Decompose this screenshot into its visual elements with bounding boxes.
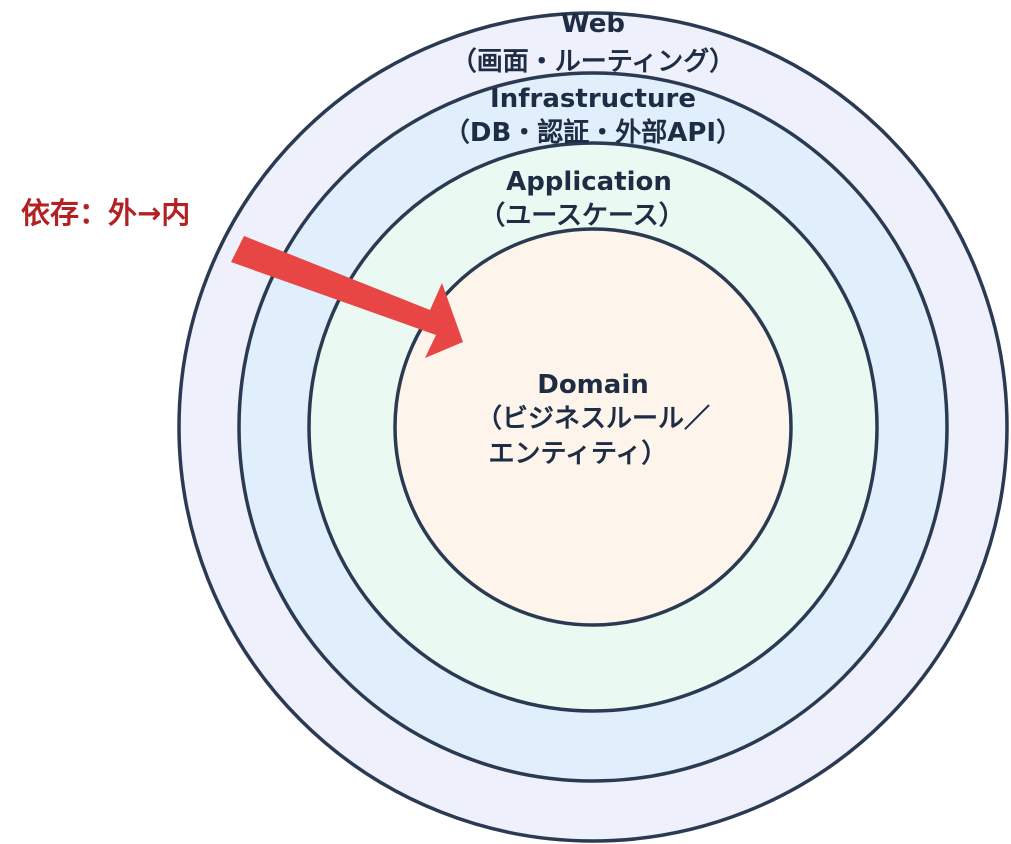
domain-layer-ring	[393, 227, 793, 627]
web-layer-subtitle: （画面・ルーティング）	[451, 47, 735, 77]
arrow-right-down-icon	[231, 236, 463, 358]
domain-layer-subtitle-line2: エンティティ）	[489, 439, 668, 469]
domain-layer-subtitle-line1: （ビジネスルール／	[476, 404, 710, 434]
application-layer-title: Application	[506, 167, 672, 197]
dependency-direction-label: 依存：外→内	[21, 196, 190, 230]
application-layer-subtitle: （ユースケース）	[479, 201, 684, 231]
domain-layer-title: Domain	[537, 370, 649, 400]
infrastructure-layer-subtitle: （DB・認証・外部API）	[444, 117, 742, 148]
web-layer-title: Web	[561, 9, 625, 39]
infrastructure-layer-title: Infrastructure	[490, 84, 696, 114]
